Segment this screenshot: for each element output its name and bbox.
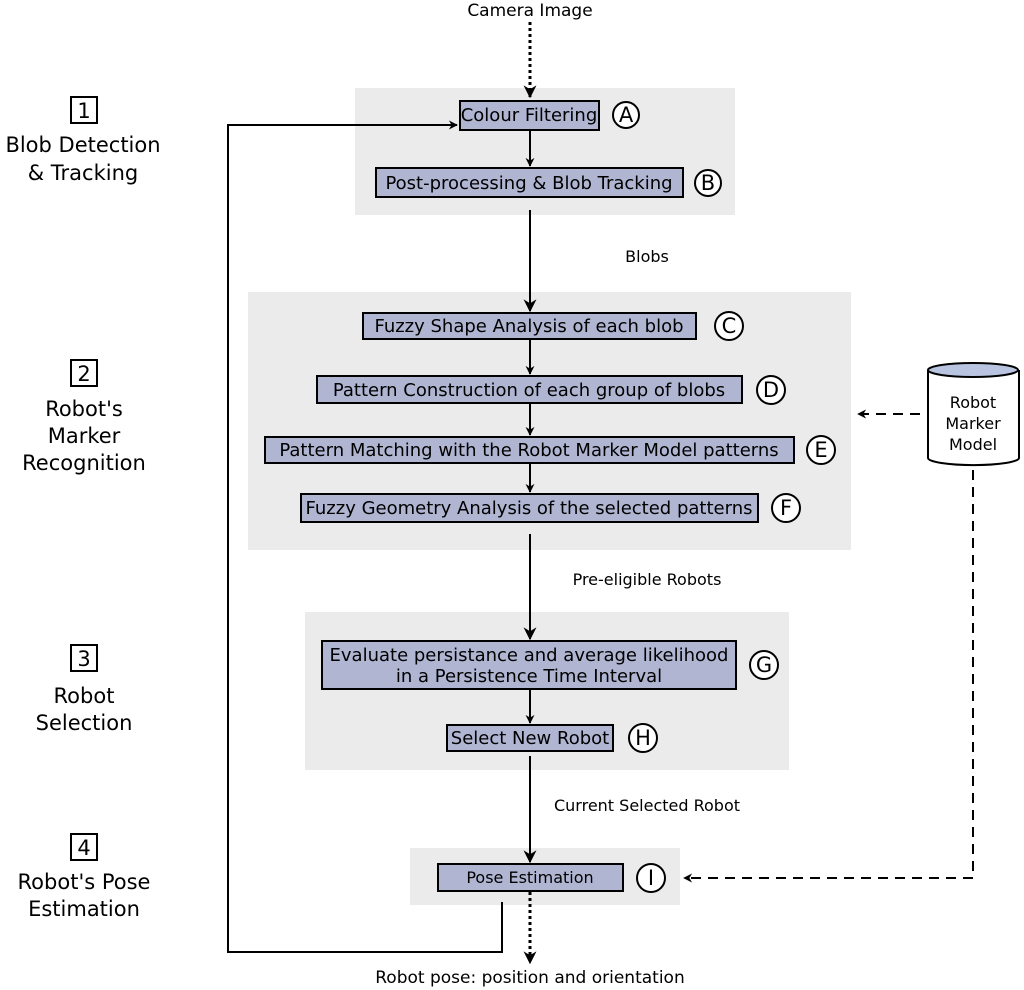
step-b-marker xyxy=(694,169,722,197)
stage-3-number: 3 xyxy=(77,647,90,671)
camera-image-label: Camera Image xyxy=(467,1,592,21)
step-d-label: Pattern Construction of each group of bl… xyxy=(333,380,725,401)
step-h-label: Select New Robot xyxy=(451,728,609,749)
stage-4-number-box xyxy=(70,833,98,861)
step-i-id: I xyxy=(648,866,654,890)
step-i-label: Pose Estimation xyxy=(466,868,593,887)
stage-3-label: 3 Robot Selection xyxy=(36,644,133,735)
stage-2-label: 2 Robot's Marker Recognition xyxy=(22,359,146,475)
step-i-marker xyxy=(636,863,666,893)
stage-4-title-line1: Robot's Pose xyxy=(18,870,151,894)
step-b-box xyxy=(375,167,684,198)
stage-2-title-line3: Recognition xyxy=(22,451,146,475)
step-g-id: G xyxy=(756,653,772,677)
stage-4-title-line2: Estimation xyxy=(28,897,140,921)
robot-marker-model-database: Robot Marker Model xyxy=(927,362,1020,467)
step-f-marker xyxy=(771,493,801,523)
feedback-loop-arrow xyxy=(227,120,503,953)
stage-4-label: 4 Robot's Pose Estimation xyxy=(18,833,151,921)
database-label-line3: Model xyxy=(949,435,997,454)
step-d-id: D xyxy=(763,378,779,402)
stage-1-number: 1 xyxy=(77,99,90,123)
step-f-label: Fuzzy Geometry Analysis of the selected … xyxy=(306,498,753,519)
step-b-label: Post-processing & Blob Tracking xyxy=(385,173,672,194)
stage-2-number-box xyxy=(70,359,98,387)
database-body xyxy=(927,370,1020,467)
step-f-id: F xyxy=(780,496,792,520)
step-i-box xyxy=(437,863,624,892)
robot-pose-output-label: Robot pose: position and orientation xyxy=(375,968,684,988)
step-h-id: H xyxy=(635,726,651,750)
stage-2-number: 2 xyxy=(77,362,90,386)
step-c-box xyxy=(362,312,697,340)
stage-2-title-line1: Robot's xyxy=(45,397,123,421)
stage-3-number-box xyxy=(70,644,98,672)
database-label-line2: Marker xyxy=(945,414,1001,433)
step-a-marker xyxy=(612,101,640,129)
stage-2-title-line2: Marker xyxy=(48,424,121,448)
step-e-label: Pattern Matching with the Robot Marker M… xyxy=(279,440,778,461)
step-h-box xyxy=(446,724,614,752)
step-g-label-line2: in a Persistence Time Interval xyxy=(396,666,662,687)
stage-1-number-box xyxy=(70,96,98,124)
step-a-box xyxy=(459,100,600,131)
step-g-marker xyxy=(749,650,779,680)
step-c-marker xyxy=(714,311,744,341)
step-f-box xyxy=(300,493,759,523)
step-d-marker xyxy=(756,375,786,405)
stage-1-label: 1 Blob Detection & Tracking xyxy=(5,96,161,185)
step-h-marker xyxy=(628,723,658,753)
step-a-label: Colour Filtering xyxy=(461,105,598,126)
stage-3-title-line1: Robot xyxy=(54,684,115,708)
step-e-id: E xyxy=(814,438,827,462)
step-a-id: A xyxy=(619,103,634,127)
step-g-label-line1: Evaluate persistance and average likelih… xyxy=(330,645,729,666)
stage-3-title-line2: Selection xyxy=(36,711,133,735)
stage-1-title-line2: & Tracking xyxy=(28,161,138,185)
stage-4-number: 4 xyxy=(77,836,90,860)
step-c-id: C xyxy=(722,314,737,338)
step-b-id: B xyxy=(701,171,715,195)
step-c-label: Fuzzy Shape Analysis of each blob xyxy=(374,316,683,337)
edge-label-blobs: Blobs xyxy=(625,247,669,266)
step-d-box xyxy=(316,375,743,404)
edge-label-pre-eligible: Pre-eligible Robots xyxy=(573,570,722,589)
database-label-line1: Robot xyxy=(950,393,996,412)
step-g-box xyxy=(321,640,737,690)
model-to-pose-estimation-arrow xyxy=(683,470,974,883)
step-e-box xyxy=(264,436,795,464)
database-top xyxy=(927,362,1019,378)
stage-1-title-line1: Blob Detection xyxy=(5,133,160,157)
step-e-marker xyxy=(806,435,836,465)
edge-label-current-selected: Current Selected Robot xyxy=(554,796,740,815)
